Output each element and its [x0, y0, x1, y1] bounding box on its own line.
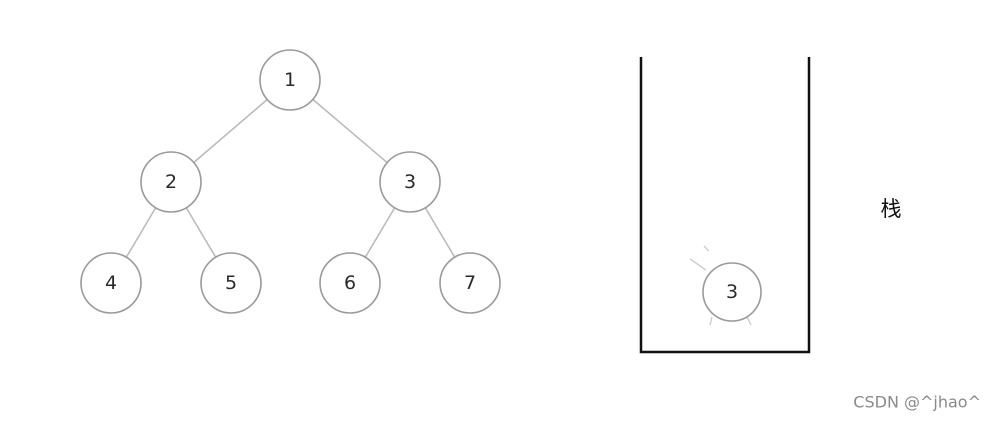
stack-outline [639, 57, 811, 354]
tree-node-3 [379, 151, 441, 213]
faint-mark [746, 316, 752, 326]
tree-node-label: 1 [284, 69, 296, 91]
faint-mark [703, 245, 710, 252]
stack-item-label: 3 [726, 281, 738, 303]
tree-node-1 [259, 49, 321, 111]
tree-node-label: 3 [404, 171, 416, 193]
faint-mark [689, 258, 707, 271]
tree-nodes: 1 2 3 4 5 6 7 [80, 49, 501, 314]
tree-node-5 [200, 252, 262, 314]
stack-item-node [702, 262, 762, 322]
stack-items: 3 [689, 245, 762, 326]
watermark-text: CSDN @^jhao^ [853, 393, 981, 412]
stack-container [639, 57, 811, 354]
tree-node-label: 4 [105, 272, 117, 294]
tree-node-7 [439, 252, 501, 314]
tree-node-label: 6 [344, 272, 356, 294]
stack-label: 栈 [881, 197, 902, 221]
tree-node-label: 7 [464, 272, 476, 294]
tree-node-4 [80, 252, 142, 314]
tree-node-label: 2 [165, 171, 177, 193]
tree-node-2 [140, 151, 202, 213]
tree-node-label: 5 [225, 272, 237, 294]
tree-node-6 [319, 252, 381, 314]
faint-mark [709, 316, 713, 326]
